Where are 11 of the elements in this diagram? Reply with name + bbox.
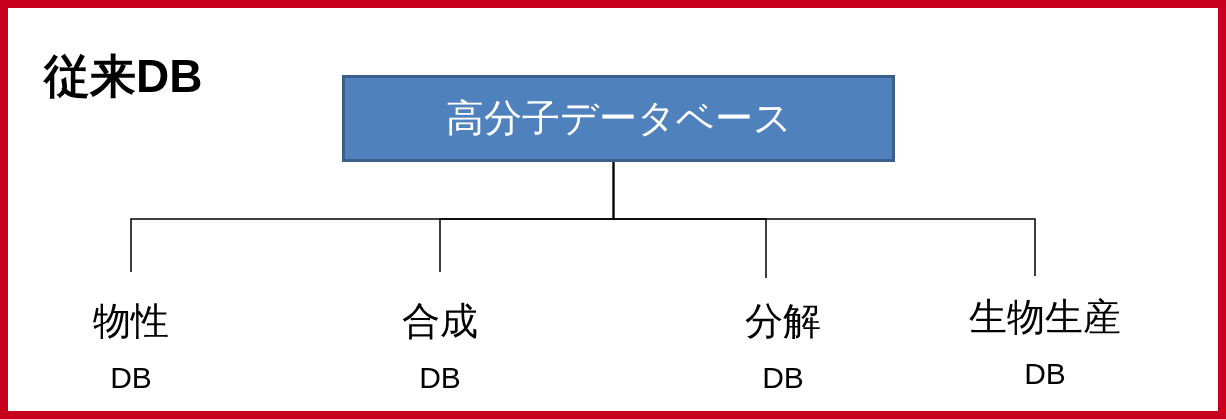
category-label: 生物生産 [968, 294, 1122, 340]
database-box: 高分子データベース [342, 75, 895, 162]
category-label: DB [418, 360, 462, 396]
tree-connector [612, 161, 1036, 277]
category-label: 物性 [92, 298, 170, 344]
title: 従来DB [44, 49, 203, 104]
category-label: 分解 [744, 298, 822, 344]
category-label: DB [761, 360, 805, 396]
category-label: 合成 [401, 298, 479, 344]
category-label: DB [109, 360, 153, 396]
category-label: DB [1023, 356, 1067, 392]
